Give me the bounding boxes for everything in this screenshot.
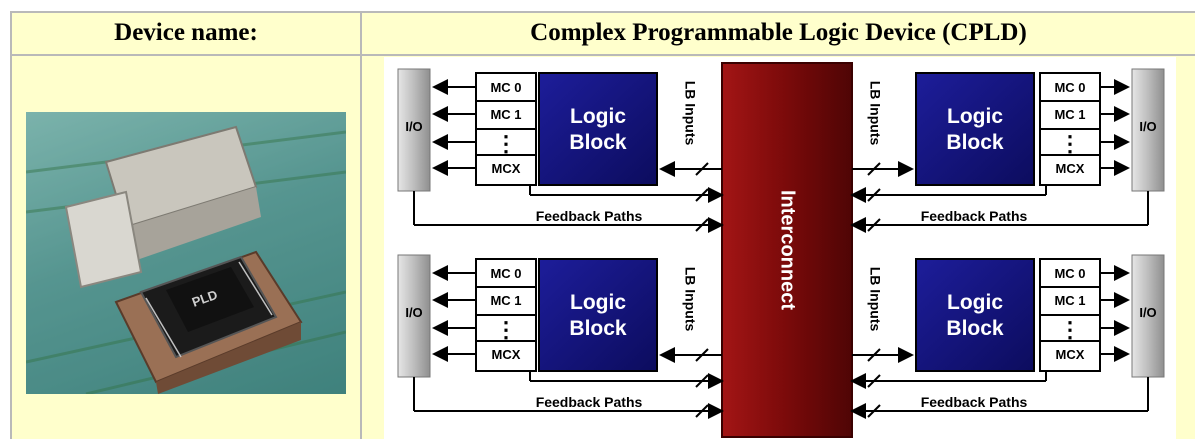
macrocell-label: MC 0 [1054,80,1085,95]
macrocell-label: MC 1 [1054,107,1085,122]
bus-slash [695,348,709,362]
lb-inputs-label: LB Inputs [682,81,698,146]
bus-slash [867,404,881,418]
macrocell-ellipsis: ⋮ [495,131,517,156]
macrocell-label: MC 0 [1054,266,1085,281]
macrocell-label: MCX [492,161,521,176]
table-border-left [10,12,12,439]
bus-slash [695,188,709,202]
io-block-r [1131,68,1165,192]
feedback-paths-label: Feedback Paths [921,208,1028,224]
interconnect-label: Interconnect [777,190,799,310]
logic-block-label-2: Block [946,131,1004,154]
macrocell-label: MCX [1056,347,1085,362]
io-block-l [397,68,431,192]
logic-block-label-2: Block [946,317,1004,340]
logic-block-label-2: Block [569,317,627,340]
interconnect-block [721,62,853,438]
logic-block [538,258,658,372]
bus-slash [695,162,709,176]
macrocell-label: MC 1 [490,107,521,122]
lb-inputs-label: LB Inputs [682,267,698,332]
io-label: I/O [1139,119,1156,134]
macrocell-ellipsis: ⋮ [495,317,517,342]
device-name-label: Device name: [114,19,258,46]
logic-block-label-1: Logic [947,291,1003,314]
macrocell-label: MC 0 [490,80,521,95]
cpld-chip-photo: PLD [26,112,346,394]
logic-block-label-1: Logic [947,105,1003,128]
bus-slash [695,218,709,232]
macrocell-label: MCX [1056,161,1085,176]
bus-slash [867,218,881,232]
io-label: I/O [405,305,422,320]
macrocell-label: MCX [492,347,521,362]
logic-block [538,72,658,186]
macrocell-label: MC 1 [490,293,521,308]
logic-block-label-1: Logic [570,291,626,314]
bus-slash [867,162,881,176]
macrocell-label: MC 0 [490,266,521,281]
logic-block-label-2: Block [569,131,627,154]
lb-inputs-label: LB Inputs [867,81,883,146]
table-column-divider [360,12,362,439]
bus-slash [695,374,709,388]
feedback-paths-label: Feedback Paths [536,394,643,410]
logic-block-label-1: Logic [570,105,626,128]
feedback-paths-label: Feedback Paths [921,394,1028,410]
logic-block [915,72,1035,186]
io-label: I/O [405,119,422,134]
bus-slash [695,404,709,418]
io-label: I/O [1139,305,1156,320]
lb-inputs-label: LB Inputs [867,267,883,332]
device-name-value: Complex Programmable Logic Device (CPLD) [530,19,1027,46]
macrocell-label: MC 1 [1054,293,1085,308]
io-block-r [1131,254,1165,378]
table-header-divider [10,54,1195,56]
io-block-l [397,254,431,378]
bus-slash [867,188,881,202]
table-border-top [10,11,1195,13]
feedback-paths-label: Feedback Paths [536,208,643,224]
bus-slash [867,374,881,388]
macrocell-ellipsis: ⋮ [1059,317,1081,342]
macrocell-ellipsis: ⋮ [1059,131,1081,156]
logic-block [915,258,1035,372]
bus-slash [867,348,881,362]
